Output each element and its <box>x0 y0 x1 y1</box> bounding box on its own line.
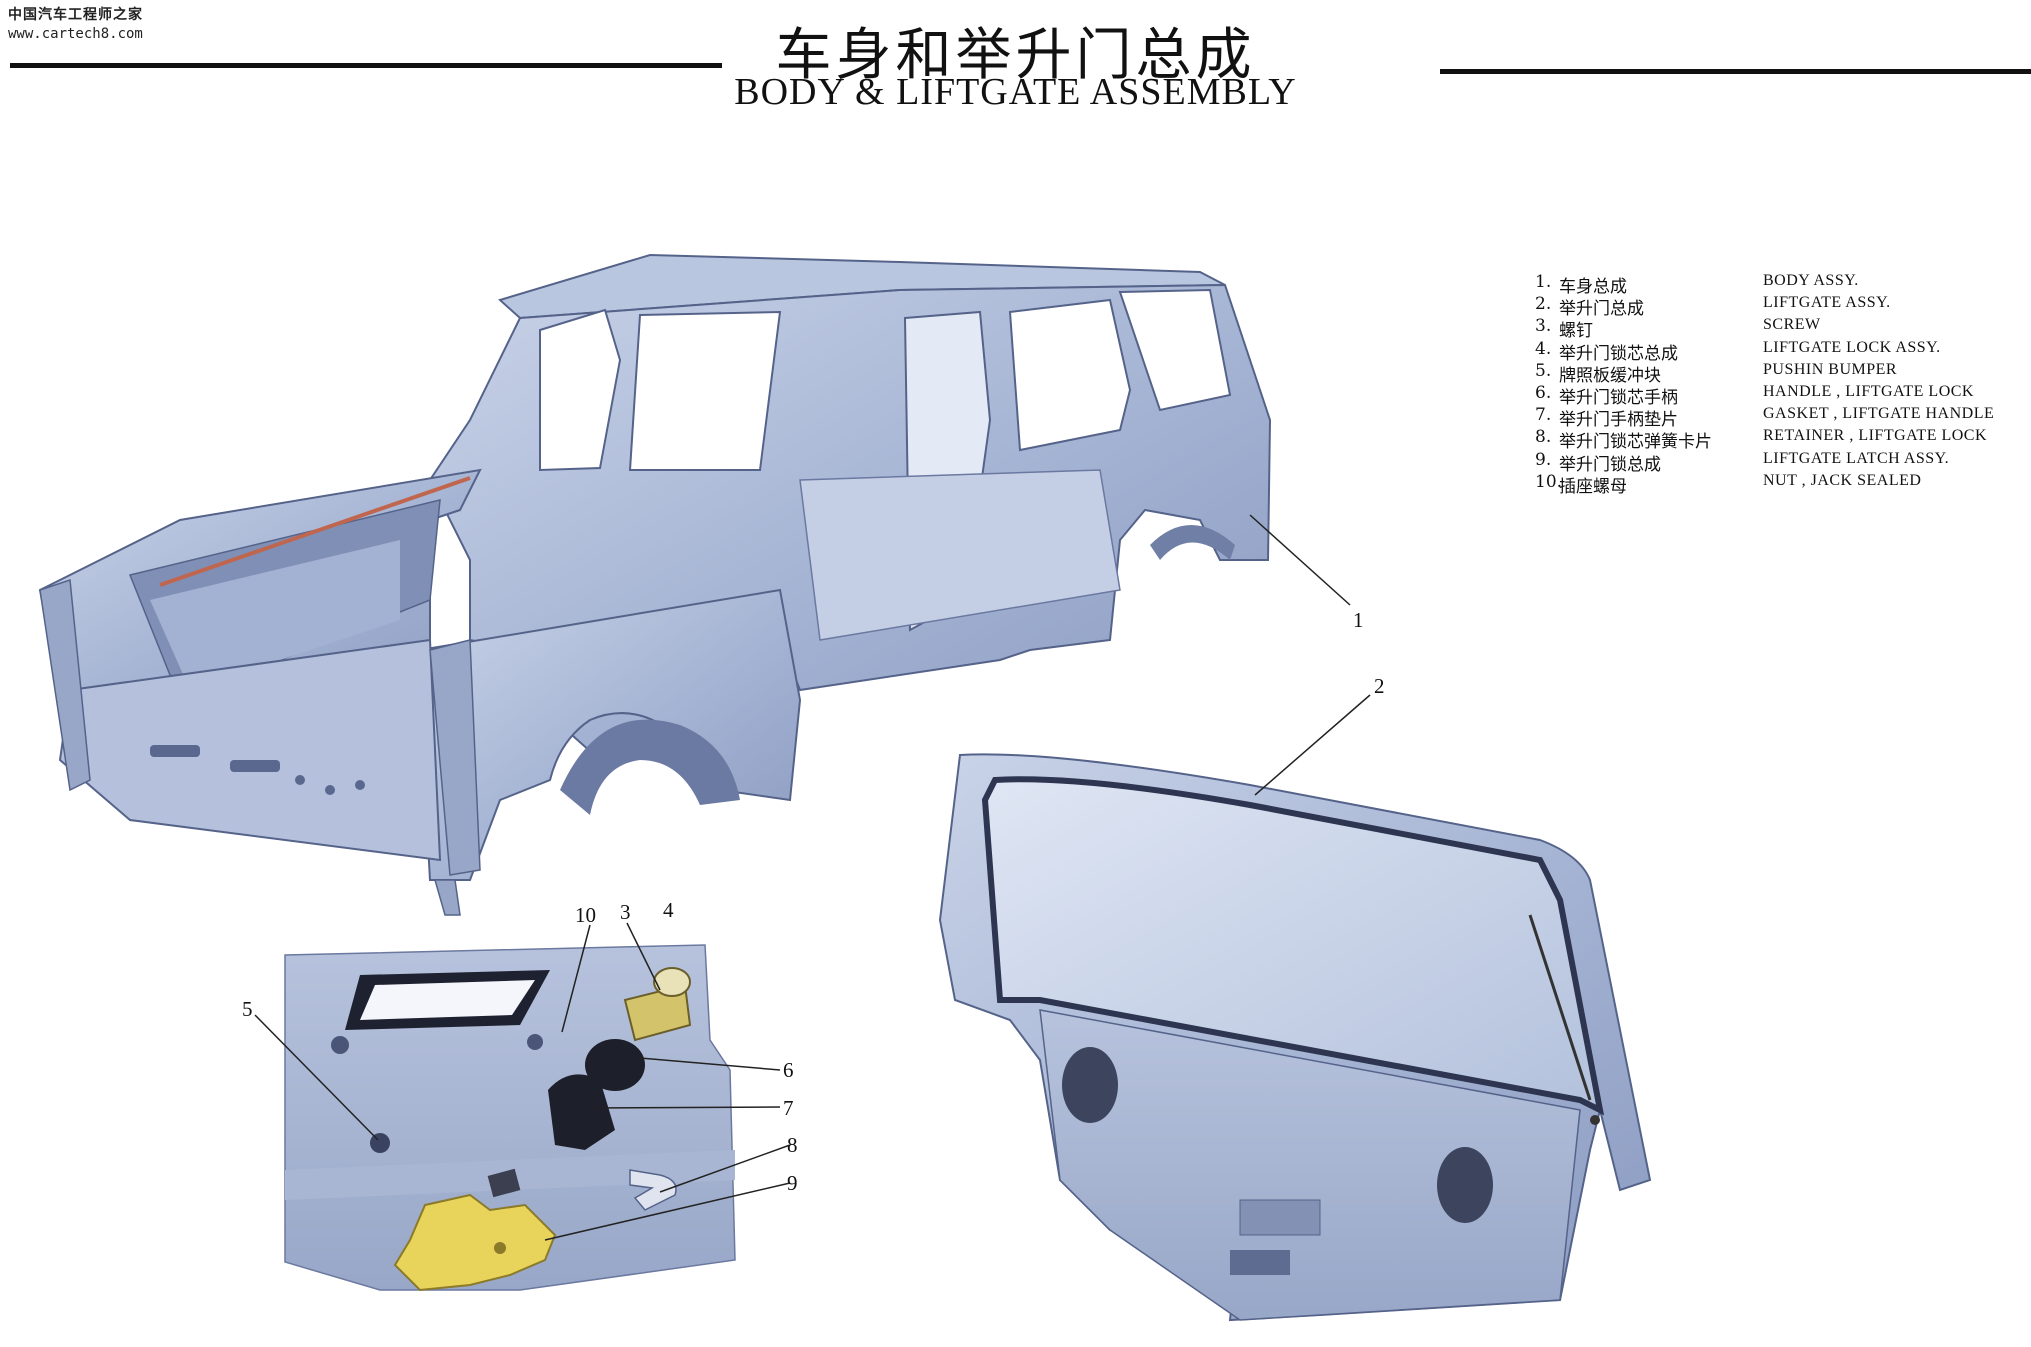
legend-english-name: GASKET , LIFTGATE HANDLE <box>1763 405 1995 423</box>
legend-number: 2. <box>1535 294 1552 315</box>
callout-9: 9 <box>787 1171 798 1195</box>
legend-chinese-name: 举升门锁芯手柄 <box>1559 387 1678 408</box>
legend-english-name: SCREW <box>1763 316 1821 334</box>
legend-number: 6. <box>1535 382 1552 403</box>
legend-chinese-name: 举升门锁总成 <box>1559 454 1661 475</box>
leader-lines <box>254 514 1371 1241</box>
legend-chinese-name: 插座螺母 <box>1559 476 1627 497</box>
legend-number: 3. <box>1535 316 1552 337</box>
legend-chinese-name: 举升门锁芯弹簧卡片 <box>1559 432 1712 453</box>
legend-number: 10. <box>1535 471 1563 492</box>
legend-chinese-name: 举升门总成 <box>1559 299 1644 320</box>
car-body-shell <box>38 253 1272 916</box>
legend-english-name: HANDLE , LIFTGATE LOCK <box>1763 382 1974 400</box>
legend-english-name: BODY ASSY. <box>1763 272 1859 289</box>
watermark-site-name: 中国汽车工程师之家 <box>8 7 143 23</box>
legend-number: 7. <box>1535 405 1552 426</box>
title-rule-left <box>10 63 722 68</box>
legend-chinese-name: 举升门锁芯总成 <box>1559 343 1678 364</box>
page-title-chinese: 车身和举升门总成 <box>775 23 1256 88</box>
legend-english-name: RETAINER , LIFTGATE LOCK <box>1763 427 1988 445</box>
callout-8: 8 <box>787 1133 798 1157</box>
page-title-english: BODY & LIFTGATE ASSEMBLY <box>734 71 1297 113</box>
watermark-url: www.cartech8.com <box>8 26 143 42</box>
legend-number: 4. <box>1535 338 1552 359</box>
legend-chinese-name: 举升门手柄垫片 <box>1559 410 1678 431</box>
callout-2: 2 <box>1374 674 1385 698</box>
lock-detail-panel <box>284 944 736 1292</box>
callout-7: 7 <box>783 1096 794 1120</box>
legend-chinese-name: 牌照板缓冲块 <box>1559 365 1661 386</box>
legend-number: 9. <box>1535 449 1552 470</box>
legend-number: 8. <box>1535 427 1552 448</box>
callout-4: 4 <box>663 898 674 922</box>
legend-english-name: LIFTGATE LATCH ASSY. <box>1763 449 1950 467</box>
legend-english-name: PUSHIN BUMPER <box>1763 360 1898 378</box>
legend-number: 1. <box>1535 272 1552 292</box>
callout-6: 6 <box>783 1058 794 1082</box>
watermark: 中国汽车工程师之家 www.cartech8.com <box>8 6 143 44</box>
legend-number: 5. <box>1535 360 1552 381</box>
legend-english-name: NUT , JACK SEALED <box>1763 471 1922 489</box>
legend-english-name: LIFTGATE LOCK ASSY. <box>1763 338 1941 356</box>
callout-3: 3 <box>620 900 631 924</box>
callout-10: 10 <box>575 903 596 927</box>
legend-english-name: LIFTGATE ASSY. <box>1763 294 1891 312</box>
callout-1: 1 <box>1353 608 1364 632</box>
callout-5: 5 <box>242 997 253 1021</box>
title-rule-right <box>1440 69 2031 74</box>
liftgate-assembly <box>938 753 1652 1322</box>
legend-chinese-name: 螺钉 <box>1559 321 1593 342</box>
legend-chinese-name: 车身总成 <box>1559 277 1627 297</box>
